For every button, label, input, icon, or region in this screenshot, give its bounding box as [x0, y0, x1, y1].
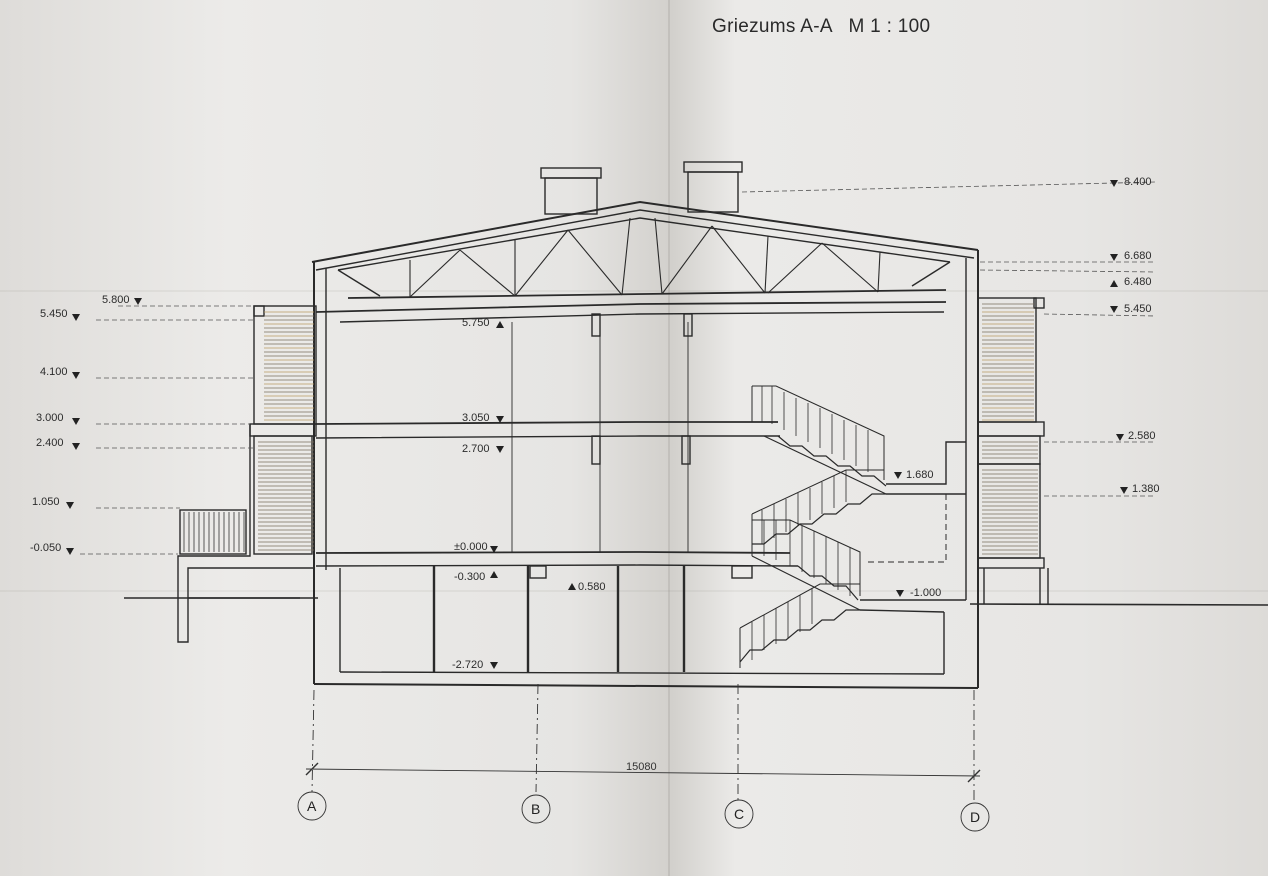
level-markers	[66, 180, 1128, 669]
drawing-title: Griezums A-A M 1 : 100	[712, 16, 931, 37]
level-inner-minus1000: -1.000	[910, 587, 941, 599]
level-left-5800: 5.800	[102, 294, 130, 306]
axis-label-c: C	[734, 806, 744, 822]
axis-label-b: B	[531, 801, 540, 817]
level-right-1380: 1.380	[1132, 483, 1160, 495]
level-left-3000: 3.000	[36, 412, 64, 424]
level-left-2400: 2.400	[36, 437, 64, 449]
level-inner-2700: 2.700	[462, 443, 490, 455]
level-left-minus0050: -0.050	[30, 542, 61, 554]
axis-label-d: D	[970, 809, 980, 825]
overall-dimension: 15080	[626, 761, 657, 773]
level-left-1050: 1.050	[32, 496, 60, 508]
level-inner-3050: 3.050	[462, 412, 490, 424]
axis-label-a: A	[307, 798, 317, 814]
level-inner-0580: 0.580	[578, 581, 606, 593]
paper-fold-horizontal	[0, 590, 1268, 592]
level-inner-0000: ±0.000	[454, 541, 488, 553]
level-inner-minus2720: -2.720	[452, 659, 483, 671]
cladding-hatch	[183, 303, 1038, 555]
level-inner-5750: 5.750	[462, 317, 490, 329]
level-left-5450: 5.450	[40, 308, 68, 320]
level-right-2580: 2.580	[1128, 430, 1156, 442]
level-inner-minus0300: -0.300	[454, 571, 485, 583]
paper-fold-horizontal	[0, 290, 1268, 292]
level-right-6480: 6.480	[1124, 276, 1152, 288]
level-right-5450: 5.450	[1124, 303, 1152, 315]
level-inner-1680: 1.680	[906, 469, 934, 481]
level-right-8400: 8.400	[1124, 176, 1152, 188]
paper-fold-vertical	[668, 0, 670, 876]
level-left-4100: 4.100	[40, 366, 68, 378]
level-right-6680: 6.680	[1124, 250, 1152, 262]
